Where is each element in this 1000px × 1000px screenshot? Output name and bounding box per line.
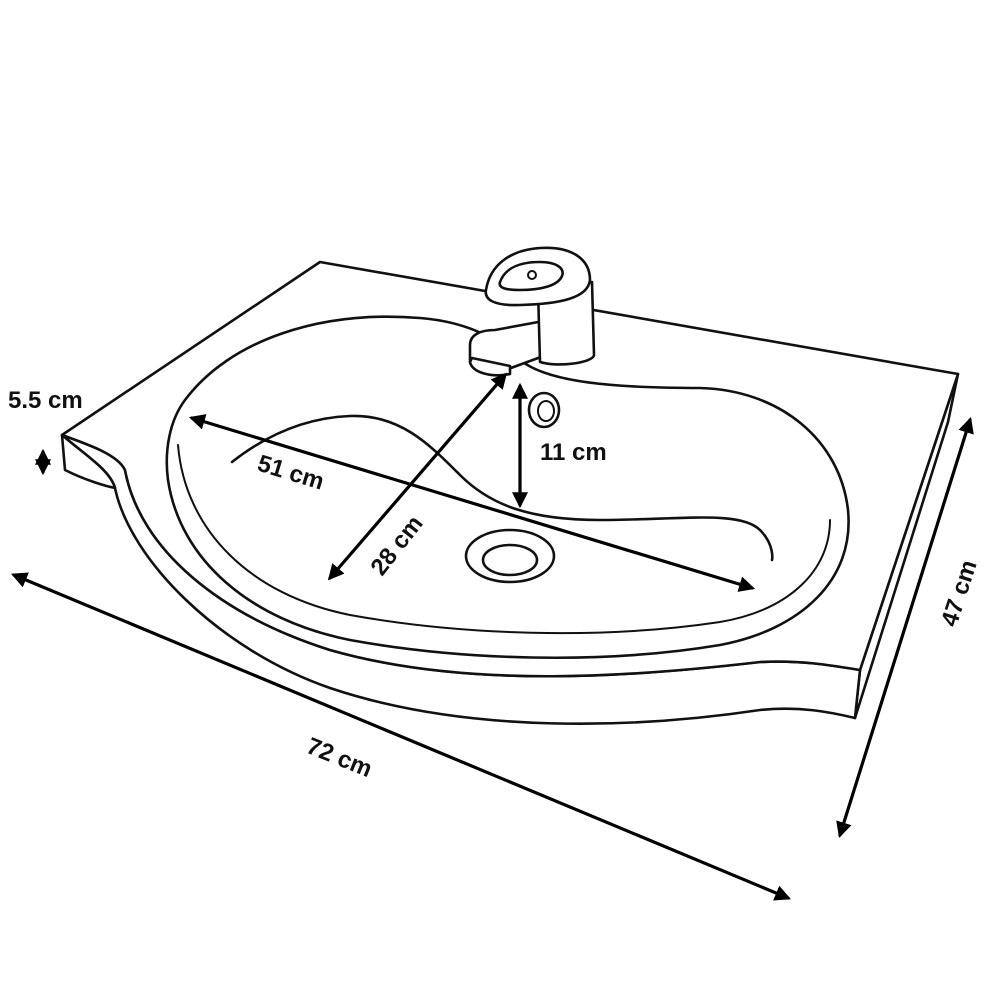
label-faucet-to-bowl: 11 cm [540,439,607,466]
dim-line-total-depth [836,416,974,839]
dimensions [11,372,974,901]
dim-line-bowl-depth [327,372,508,581]
dim-line-total-width [11,572,791,901]
label-total-depth: 47 cm [936,557,983,630]
faucet-icon [468,246,596,377]
label-total-width: 72 cm [303,733,376,784]
label-thickness: 5.5 cm [8,387,83,414]
basin-left-side [60,433,117,490]
basin-top-deck [60,260,960,678]
